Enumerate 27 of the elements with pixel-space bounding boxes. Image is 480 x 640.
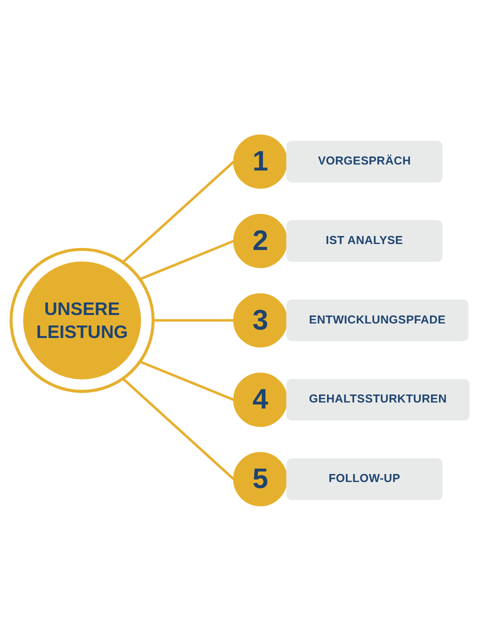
hub-circle	[10, 247, 155, 393]
step-label-bar	[286, 458, 443, 500]
step-title: GEHALTSSTURKTUREN	[308, 392, 448, 408]
number-circle	[233, 214, 288, 268]
step-number: 2	[251, 223, 270, 258]
number-circle	[233, 134, 288, 188]
connector-line	[139, 360, 234, 401]
step-number: 1	[251, 144, 270, 178]
step-number: 3	[251, 302, 270, 337]
step-label-bar	[286, 220, 443, 262]
step-title: FOLLOW-UP	[328, 472, 402, 487]
step-title: ENTWICKLUNGSPFADE	[308, 312, 447, 328]
step-label-bar	[286, 299, 468, 341]
step-number: 4	[251, 382, 270, 416]
step-label-bar	[286, 378, 470, 420]
connector-line	[139, 239, 234, 280]
connector-line	[122, 160, 235, 263]
hub-title: UNSERE LEISTUNG	[35, 297, 129, 344]
step-title: IST ANALYSE	[324, 233, 404, 249]
step-title: VORGESPRÄCH	[316, 154, 412, 170]
number-circle	[233, 292, 288, 348]
step-number: 5	[251, 461, 270, 496]
connector-line	[153, 318, 234, 322]
connector-line	[122, 377, 235, 480]
step-label-bar	[286, 140, 443, 182]
number-circle	[233, 372, 288, 426]
number-circle	[233, 452, 288, 506]
